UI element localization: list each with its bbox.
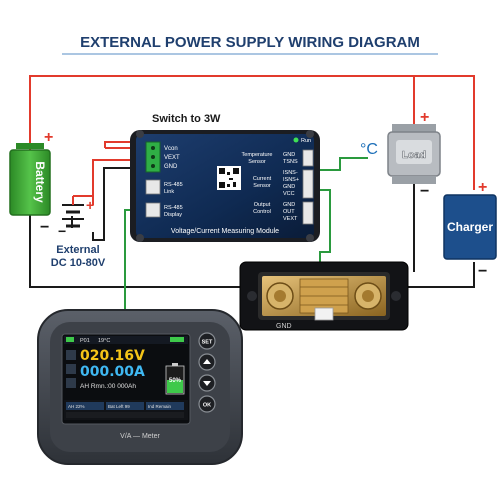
bottom-item-remain: Ind Remain	[148, 404, 172, 409]
charger-plus: +	[478, 179, 487, 196]
rs485-link-label-2: Link	[164, 189, 174, 195]
temp-sensor-label-1: Temperature	[242, 152, 273, 158]
output-control-label-2: Control	[253, 209, 271, 215]
external-dc-source: + − External DC 10-80V	[51, 195, 106, 269]
current-pin-gnd: GND	[283, 184, 295, 190]
temperature-symbol: °C	[360, 141, 378, 158]
down-arrow-icon	[203, 381, 211, 386]
rs485-display-label-2: Display	[164, 212, 182, 218]
load: Load + −	[387, 109, 441, 200]
external-dc-plus: +	[86, 197, 94, 213]
shunt-signal-connector	[314, 307, 334, 321]
charger: Charger + −	[443, 179, 497, 280]
external-dc-label-1: External	[56, 244, 99, 256]
meter-current: 000.00A	[80, 364, 145, 380]
rs485-link-port	[145, 179, 161, 195]
pin-vcon: Vcon	[164, 146, 178, 152]
output-pin-out: OUT	[283, 209, 295, 215]
set-button[interactable]	[198, 332, 216, 350]
current-sensor-terminal	[302, 169, 314, 199]
load-minus: −	[420, 183, 429, 200]
page-title: EXTERNAL POWER SUPPLY WIRING DIAGRAM	[80, 34, 420, 51]
meter-voltage: 020.16V	[80, 348, 145, 364]
module-name: Voltage/Current Measuring Module	[171, 228, 279, 235]
pin-vext: VEXT	[164, 155, 180, 161]
rs485-display-port	[145, 202, 161, 218]
run-label: Run	[301, 138, 311, 144]
negative-wires	[29, 167, 475, 288]
shunt-gnd-label: GND	[276, 323, 292, 330]
temp-sensor-label-2: Sensor	[248, 159, 266, 165]
up-arrow-icon	[203, 359, 211, 364]
ok-button[interactable]	[198, 395, 216, 413]
rs485-display-label-1: RS-485	[164, 205, 183, 211]
output-pin-gnd: GND	[283, 202, 295, 208]
output-control-terminal	[302, 201, 314, 225]
battery-minus: −	[40, 219, 49, 236]
bottom-item-ah: AH 22%	[68, 404, 85, 409]
temp-pin-tsns: TSNS	[283, 159, 298, 165]
ok-button-label: OK	[203, 403, 211, 409]
battery: Battery + −	[9, 129, 53, 236]
current-pin-isns-minus: ISNS-	[283, 170, 298, 176]
current-shunt: GND	[239, 261, 409, 331]
battery-plus: +	[44, 129, 53, 146]
run-led	[293, 137, 299, 143]
meter-capacity: AH Rmn.:00 000Ah	[80, 383, 136, 390]
load-plus: +	[420, 109, 429, 126]
bottom-item-bat-left: Bat Left 99	[108, 404, 130, 409]
current-sensor-label-1: Current	[253, 176, 272, 182]
temp-sensor-terminal	[302, 149, 314, 167]
meter-buttons: SET OK	[198, 332, 216, 413]
pin-gnd: GND	[164, 164, 178, 170]
external-dc-minus: −	[58, 223, 66, 239]
status-item-temp: 19°C	[98, 338, 110, 344]
measuring-module: Vcon VEXT GND RS-485 Link RS-485 Display…	[130, 130, 320, 242]
current-sensor-label-2: Sensor	[253, 183, 271, 189]
switch-note: Switch to 3W	[152, 113, 221, 125]
battery-gauge-fill	[167, 380, 183, 393]
battery-label: Battery	[33, 161, 47, 203]
output-pin-vext: VEXT	[283, 216, 298, 222]
positive-wires	[29, 75, 475, 205]
status-item-p01: P01	[80, 338, 90, 344]
qr-code	[217, 166, 241, 190]
current-pin-vcc: VCC	[283, 191, 295, 197]
external-dc-label-2: DC 10-80V	[51, 257, 106, 269]
set-button-label: SET	[202, 340, 213, 346]
output-control-label-1: Output	[254, 202, 271, 208]
va-meter: P01 19°C 020.16V 000.00A AH Rmn.:00 000A…	[37, 309, 243, 465]
load-label: Load	[402, 150, 426, 161]
charger-label: Charger	[447, 220, 493, 234]
current-pin-isns-plus: ISNS+	[283, 177, 299, 183]
meter-percent: 50%	[169, 378, 182, 384]
rs485-link-label-1: RS-485	[164, 182, 183, 188]
temp-pin-gnd: GND	[283, 152, 295, 158]
charger-minus: −	[478, 263, 487, 280]
meter-brand: V/A — Meter	[120, 433, 160, 440]
